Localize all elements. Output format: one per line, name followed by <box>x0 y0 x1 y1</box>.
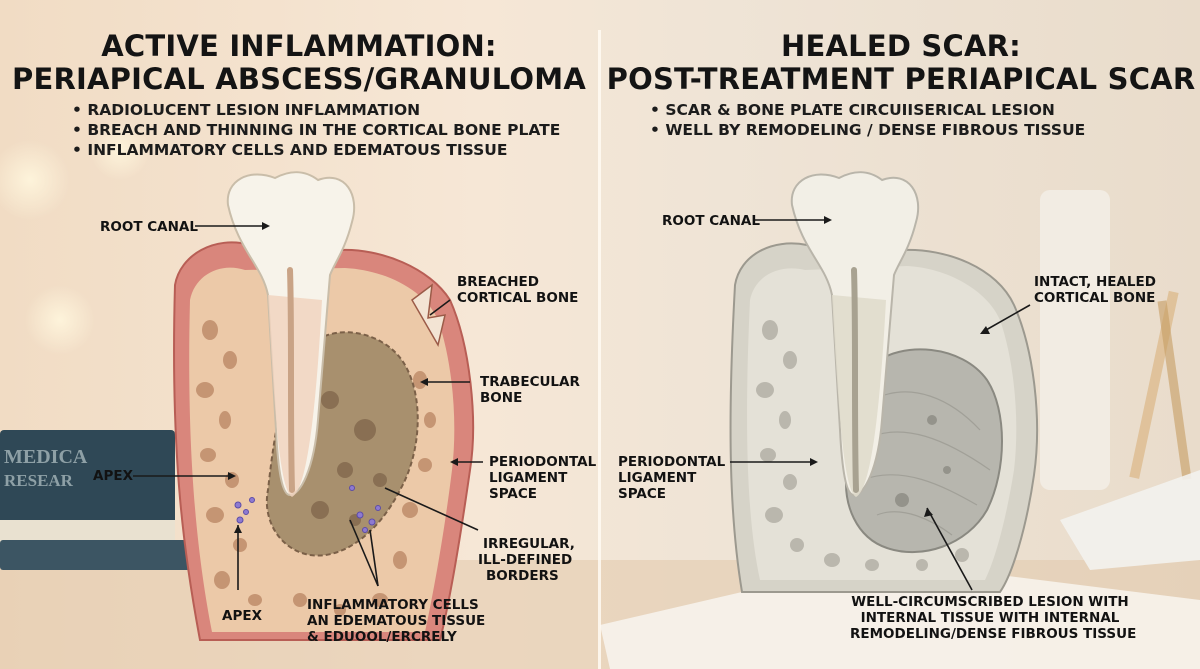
healed-lesion-illustration <box>729 171 1039 593</box>
right-bullet: WELL BY REMODELING / DENSE FIBROUS TISSU… <box>650 120 1085 140</box>
panel-divider <box>598 30 601 669</box>
label-breached-2: CORTICAL BONE <box>457 290 579 306</box>
label-irregular-2: ILL-DEFINED <box>478 552 573 568</box>
label-well-3: REMODELING/DENSE FIBROUS TISSUE <box>850 626 1137 642</box>
label-pdl-2: LIGAMENT <box>489 470 568 486</box>
root-canal-active <box>287 267 295 493</box>
bottle-prop <box>1040 190 1110 490</box>
label-pdl-healed-1: PERIODONTAL <box>618 454 726 470</box>
tooth-healed <box>790 171 920 497</box>
label-trabecular-1: TRABECULAR <box>480 374 580 390</box>
label-irregular-3: BORDERS <box>486 568 559 584</box>
healed-scar-panel: HEALED SCAR: POST-TREATMENT PERIAPICAL S… <box>602 0 1200 669</box>
label-well-1: WELL-CIRCUMSCRIBED LESION WITH <box>851 594 1129 610</box>
label-inflam-3: & EDUOOL/ERCRELY <box>307 629 457 645</box>
left-bullet: RADIOLUCENT LESION INFLAMMATION <box>72 100 560 120</box>
left-title-line1: ACTIVE INFLAMMATION: <box>101 29 497 63</box>
label-inflam-1: INFLAMMATORY CELLS <box>307 597 479 613</box>
left-bullet: INFLAMMATORY CELLS AND EDEMATOUS TISSUE <box>72 140 560 160</box>
left-bullet: BREACH AND THINNING IN THE CORTICAL BONE… <box>72 120 560 140</box>
right-bullet: SCAR & BONE PLATE CIRCUIISERICAL LESION <box>650 100 1085 120</box>
left-title-line2: PERIAPICAL ABSCESS/GRANULOMA <box>12 62 586 96</box>
label-trabecular-2: BONE <box>480 390 523 406</box>
label-root-canal: ROOT CANAL <box>100 219 198 235</box>
left-bullet-list: RADIOLUCENT LESION INFLAMMATION BREACH A… <box>72 100 560 160</box>
book-text-1: MEDICA <box>4 446 88 468</box>
tooth-active <box>226 171 356 497</box>
right-bullet-list: SCAR & BONE PLATE CIRCUIISERICAL LESION … <box>650 100 1085 140</box>
label-breached-1: BREACHED <box>457 274 539 290</box>
right-title-line1: HEALED SCAR: <box>781 29 1021 63</box>
label-pdl-3: SPACE <box>489 486 537 502</box>
label-apex-upper: APEX <box>93 468 133 484</box>
label-irregular-1: IRREGULAR, <box>483 536 575 552</box>
book-text-2: RESEAR <box>4 471 74 490</box>
label-intact-2: CORTICAL BONE <box>1034 290 1156 306</box>
root-canal-healed <box>851 267 859 493</box>
label-well-2: INTERNAL TISSUE WITH INTERNAL <box>860 610 1120 626</box>
paper-prop <box>600 560 1200 669</box>
label-intact-1: INTACT, HEALED <box>1034 274 1156 290</box>
active-lesion-illustration <box>133 171 483 641</box>
book-prop: MEDICA RESEAR <box>0 430 190 570</box>
label-apex-lower: APEX <box>222 608 262 624</box>
label-root-canal-healed: ROOT CANAL <box>662 213 760 229</box>
active-inflammation-panel: ACTIVE INFLAMMATION: PERIAPICAL ABSCESS/… <box>0 0 598 669</box>
label-pdl-1: PERIODONTAL <box>489 454 597 470</box>
label-pdl-healed-2: LIGAMENT <box>618 470 697 486</box>
right-title-line2: POST-TREATMENT PERIAPICAL SCAR <box>606 62 1196 96</box>
label-inflam-2: AN EDEMATOUS TISSUE <box>307 613 486 629</box>
label-pdl-healed-3: SPACE <box>618 486 666 502</box>
